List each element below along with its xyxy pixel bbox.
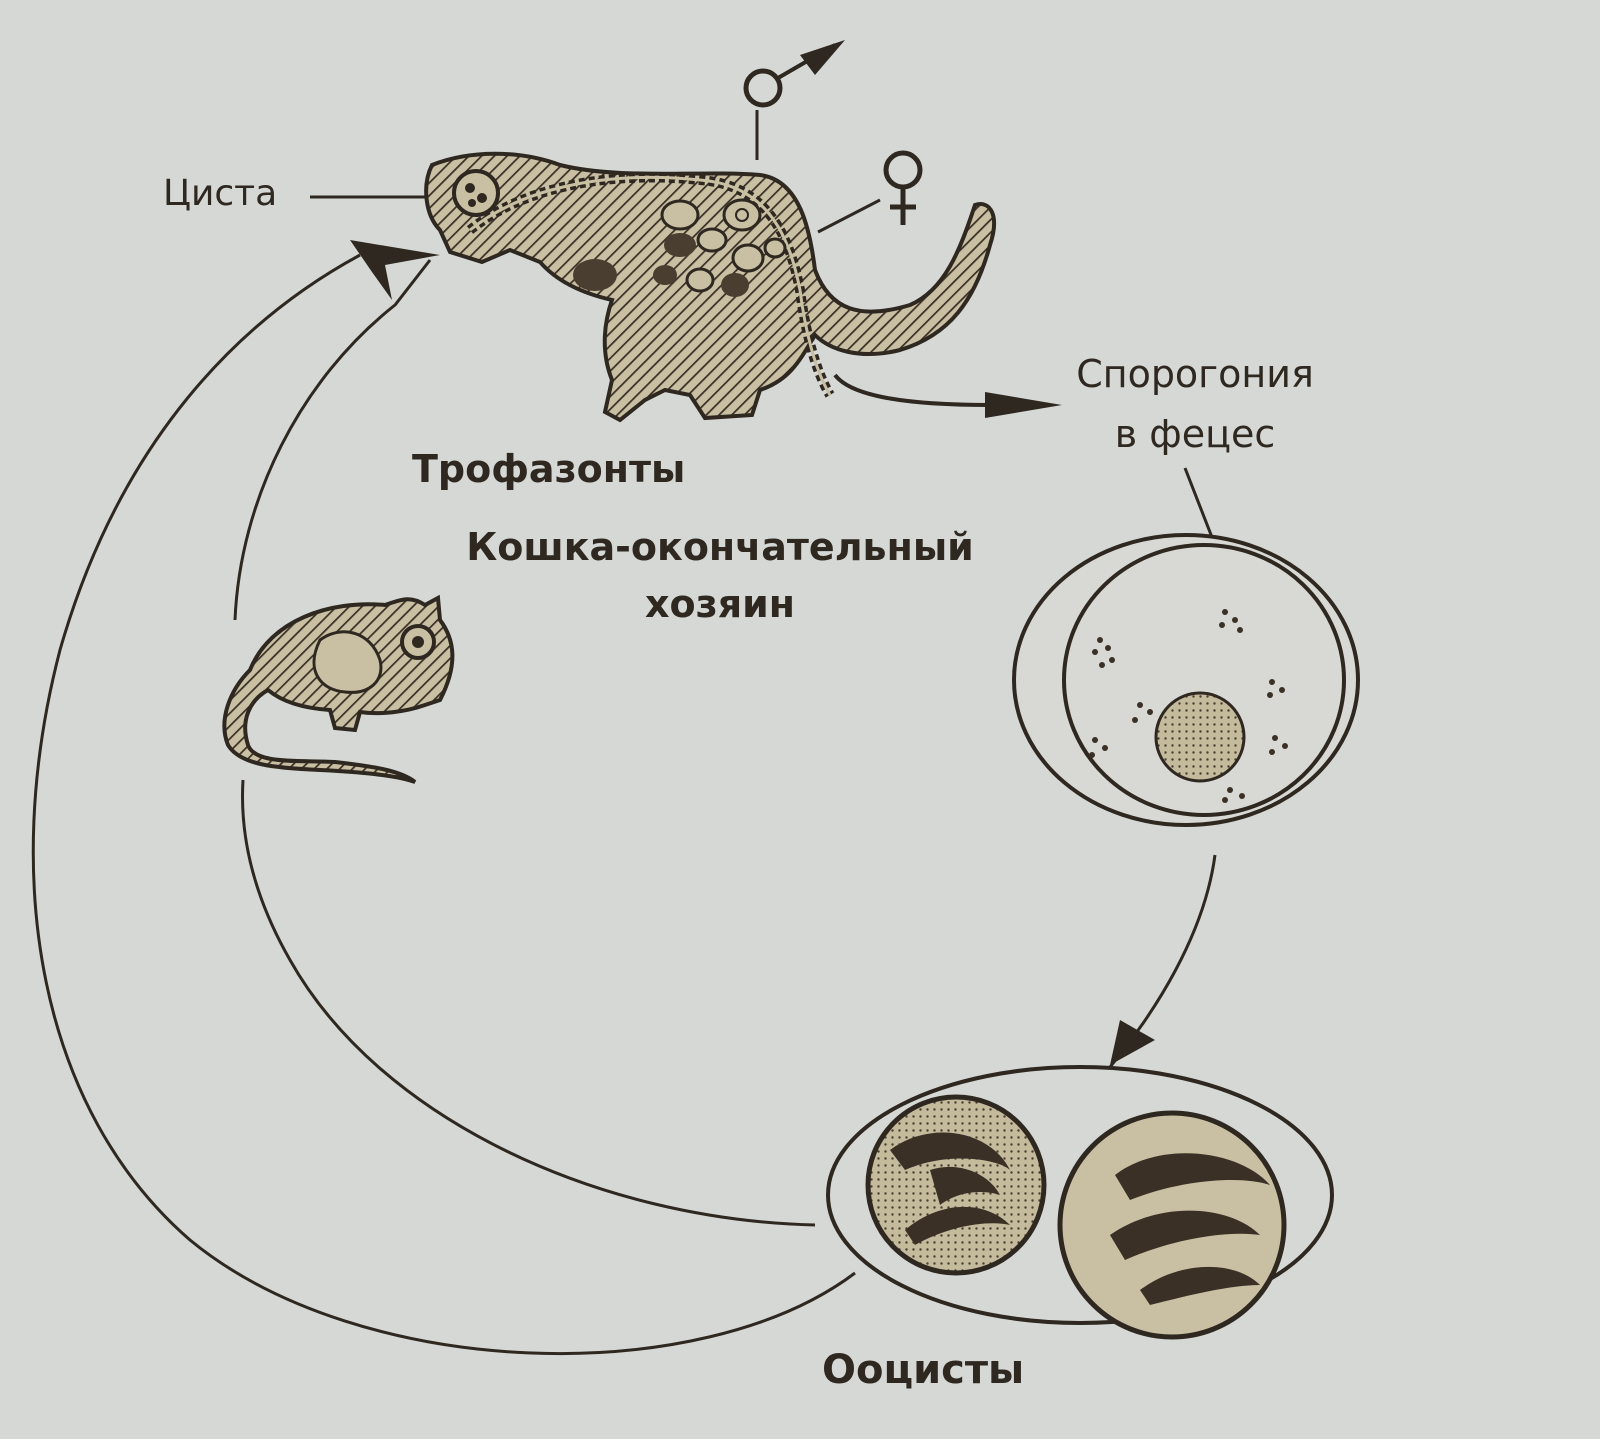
sporogony-label-line2: в фецес bbox=[1114, 412, 1276, 456]
outer-arc-arrowhead bbox=[350, 240, 440, 300]
oocysts-label: Ооцисты bbox=[822, 1347, 1025, 1393]
trophozoites-label: Трофазонты bbox=[412, 447, 686, 491]
oocyst-icon bbox=[1012, 533, 1360, 827]
sporulation-arrow bbox=[1093, 854, 1217, 1086]
definitive-host-label-line1: Кошка-окончательный bbox=[466, 525, 974, 569]
cyst-in-head bbox=[452, 169, 500, 217]
inner-cycle-arc bbox=[241, 779, 816, 1227]
cyst-label: Циста bbox=[163, 173, 278, 214]
female-symbol-icon bbox=[817, 150, 923, 234]
sporulated-oocyst-icon bbox=[826, 1065, 1334, 1340]
sporogony-label-line1: Спорогония bbox=[1076, 352, 1314, 396]
mouse-icon bbox=[222, 594, 455, 784]
outer-cycle-arc bbox=[31, 253, 856, 1356]
sporogony-pointer-line bbox=[1183, 467, 1217, 546]
definitive-host-label-line2: хозяин bbox=[645, 582, 795, 626]
cat-icon bbox=[424, 151, 996, 423]
mouse-to-cat-arc bbox=[233, 259, 432, 621]
male-symbol-icon bbox=[743, 40, 845, 160]
feces-arrow bbox=[833, 373, 991, 407]
